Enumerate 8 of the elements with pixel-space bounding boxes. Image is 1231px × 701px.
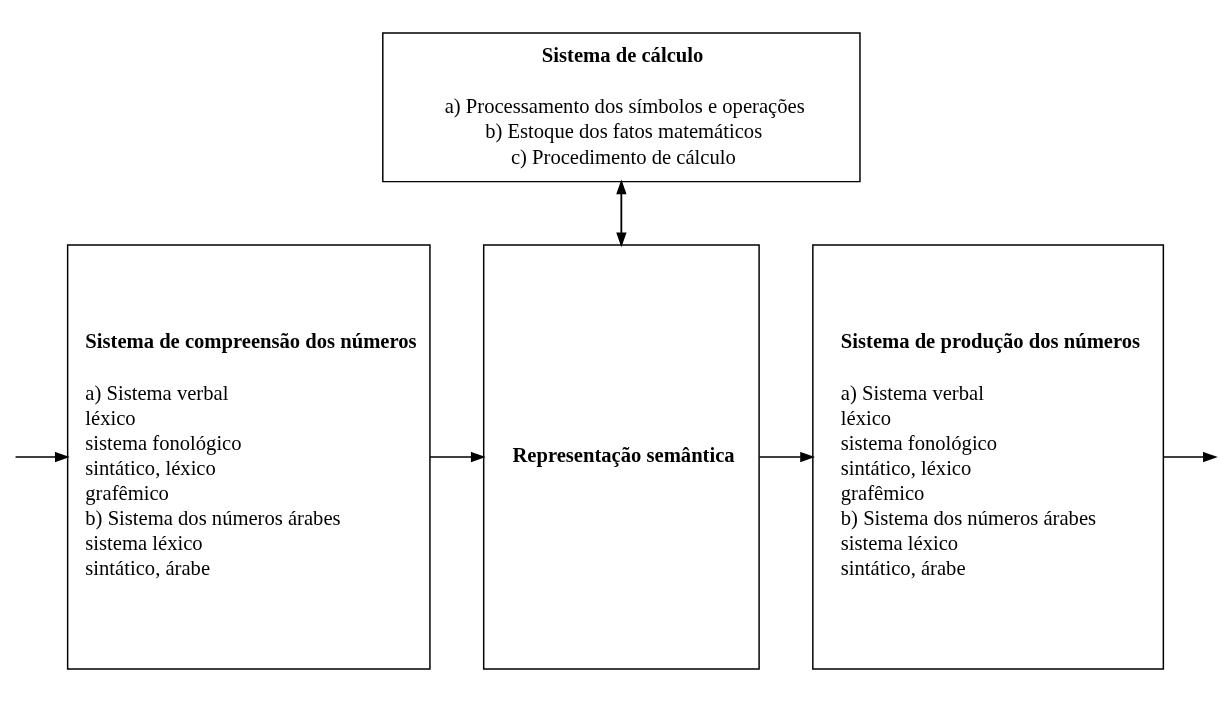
arrow [758,451,815,462]
arrow [14,451,70,462]
node-box: Sistema de cálculo a) Processamento dos símbolos e operações b) Estoque dos fatos matemáticos c) Procedimento de cálculo [382,31,861,182]
node-box: Sistema de produção dos números a) Sistema verbal léxico sistema fonológico sintático, léxico grafêmico b) Sistema dos números árabes sistema léxico sintático, árabe [812,243,1165,670]
node-box: Sistema de compreensão dos números a) Sistema verbal léxico sistema fonológico sintático, léxico grafêmico b) Sistema dos números árabes sistema léxico sintático, árabe [66,243,431,670]
node-box: Representação semântica [482,243,760,670]
arrow [1163,451,1218,462]
arrow [429,451,486,462]
